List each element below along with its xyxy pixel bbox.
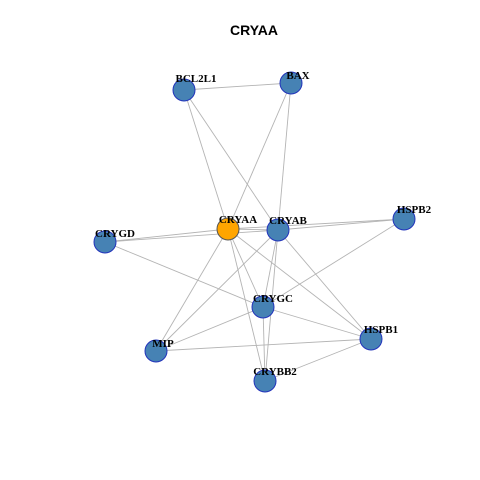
node-label-cryaa: CRYAA bbox=[219, 214, 257, 226]
node-label-crygd: CRYGD bbox=[95, 228, 135, 240]
node-label-crybb2: CRYBB2 bbox=[253, 366, 297, 378]
edge-crygd-crygc bbox=[104, 241, 264, 308]
graph-title: CRYAA bbox=[230, 22, 278, 38]
node-label-hspb2: HSPB2 bbox=[397, 204, 432, 216]
edge-bax-cryab bbox=[277, 82, 292, 231]
edge-bcl2l1-cryab bbox=[183, 89, 279, 231]
edge-bax-cryaa bbox=[227, 82, 292, 230]
edge-layer bbox=[104, 82, 405, 382]
node-bcl2l1 bbox=[172, 78, 196, 102]
node-hspb2 bbox=[392, 207, 416, 231]
node-crygc bbox=[251, 295, 275, 319]
node-label-crygc: CRYGC bbox=[253, 293, 293, 305]
edge-bcl2l1-bax bbox=[183, 82, 292, 91]
edge-crygd-cryaa bbox=[104, 228, 229, 243]
node-label-bcl2l1: BCL2L1 bbox=[176, 73, 217, 85]
edge-crygc-hspb1 bbox=[262, 306, 372, 340]
node-label-cryab: CRYAB bbox=[269, 215, 307, 227]
edge-cryab-hspb2 bbox=[277, 218, 405, 231]
node-crybb2 bbox=[253, 369, 277, 393]
node-cryaa bbox=[216, 217, 240, 241]
edge-hspb2-crygc bbox=[262, 218, 405, 308]
node-mip bbox=[144, 339, 168, 363]
edge-cryab-hspb1 bbox=[277, 229, 372, 340]
edge-hspb1-crybb2 bbox=[264, 338, 372, 382]
edge-cryaa-hspb2 bbox=[227, 218, 405, 230]
node-cryab bbox=[266, 218, 290, 242]
edge-mip-hspb1 bbox=[155, 338, 372, 352]
node-hspb1 bbox=[359, 327, 383, 351]
node-bax bbox=[279, 71, 303, 95]
node-label-mip: MIP bbox=[152, 338, 174, 350]
edge-cryaa-crygc bbox=[227, 228, 264, 308]
edge-crygd-cryab bbox=[104, 229, 279, 243]
edge-cryab-mip bbox=[155, 229, 279, 352]
node-label-hspb1: HSPB1 bbox=[364, 324, 398, 336]
node-layer bbox=[93, 71, 416, 393]
node-label-bax: BAX bbox=[286, 70, 309, 82]
edge-bcl2l1-cryaa bbox=[183, 89, 229, 230]
edge-cryaa-crybb2 bbox=[227, 228, 266, 382]
edge-cryab-crygc bbox=[262, 229, 279, 308]
node-crygd bbox=[93, 230, 117, 254]
edge-cryaa-mip bbox=[155, 228, 229, 352]
edge-crygc-mip bbox=[155, 306, 264, 352]
edge-crygc-crybb2 bbox=[262, 306, 266, 382]
